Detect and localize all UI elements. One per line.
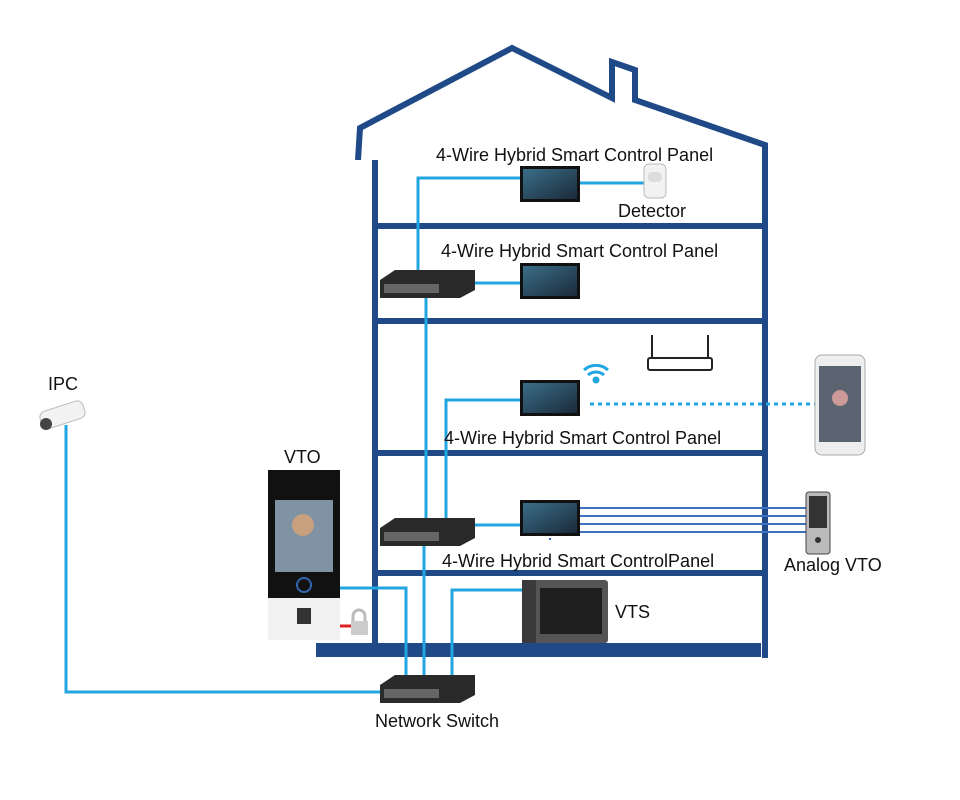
network-switch-label: Network Switch <box>375 711 499 731</box>
panel-top-label: 4-Wire Hybrid Smart Control Panel <box>436 145 713 165</box>
vts-device-icon <box>522 580 608 643</box>
wifi-icon <box>583 363 609 384</box>
router-icon <box>647 335 713 371</box>
house-outline <box>355 44 768 658</box>
control-panel-device <box>520 263 580 299</box>
panel-third-label: 4-Wire Hybrid Smart Control Panel <box>444 428 721 448</box>
analog-4wire <box>549 507 806 540</box>
panel-second-label: 4-Wire Hybrid Smart Control Panel <box>441 241 718 261</box>
lock-icon <box>351 608 368 635</box>
panel-fourth-label: 4-Wire Hybrid Smart ControlPanel <box>442 551 714 571</box>
ground-floor <box>316 643 761 657</box>
vts-label: VTS <box>615 602 650 622</box>
vto-device-icon <box>268 470 340 640</box>
analog-vto-label: Analog VTO <box>784 555 882 575</box>
cables <box>64 176 815 694</box>
analog-vto-icon <box>805 491 831 555</box>
control-panel-device <box>520 380 580 416</box>
control-panel-device <box>520 166 580 202</box>
detector-icon <box>643 163 667 199</box>
smartphone-app-icon <box>814 354 866 456</box>
ipc-label: IPC <box>48 374 78 394</box>
poe-switch-icon <box>380 270 475 298</box>
detector-label: Detector <box>618 201 686 221</box>
ipc-camera-icon <box>39 400 86 430</box>
control-panel-device <box>520 500 580 536</box>
vto-label: VTO <box>284 447 321 467</box>
network-switch-icon <box>380 675 475 703</box>
poe-switch-icon <box>380 518 475 546</box>
